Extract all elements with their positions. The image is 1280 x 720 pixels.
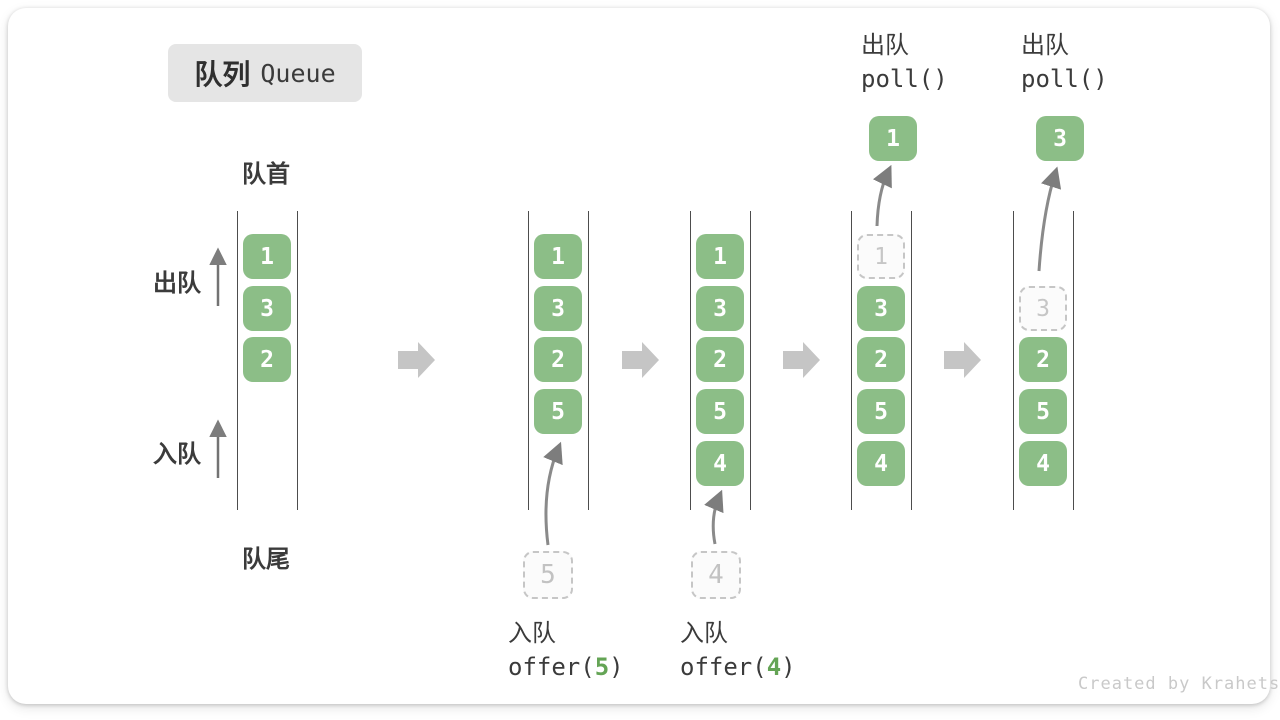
staging-item-4: 4 [691, 551, 741, 599]
queue-item: 1 [696, 234, 744, 279]
queue-state-1: 1 3 2 [237, 211, 298, 510]
queue-state-5: 3 2 5 4 [1013, 211, 1074, 510]
queue-item: 4 [696, 441, 744, 486]
staging-item-5: 5 [523, 551, 573, 599]
queue-item: 5 [857, 389, 905, 434]
removed-slot: 1 [857, 234, 905, 279]
offer-5-code: offer(5) [508, 653, 624, 681]
offer-5-label: 入队 offer(5) [508, 616, 624, 684]
queue-item: 3 [696, 286, 744, 331]
queue-item: 5 [696, 389, 744, 434]
queue-item: 2 [696, 337, 744, 382]
poll-1-action: 出队 [861, 31, 909, 59]
queue-item: 5 [1019, 389, 1067, 434]
queue-item: 3 [534, 286, 582, 331]
poll-1-label: 出队 poll() [861, 28, 948, 96]
queue-state-3: 1 3 2 5 4 [690, 211, 751, 510]
offer-4-action: 入队 [680, 619, 728, 647]
queue-item: 2 [243, 337, 291, 382]
watermark: Created by Krahets [1078, 674, 1280, 694]
title-zh: 队列 [194, 58, 251, 91]
queue-state-2: 1 3 2 5 [528, 211, 589, 510]
queue-item: 3 [857, 286, 905, 331]
queue-item: 3 [243, 286, 291, 331]
queue-item: 1 [534, 234, 582, 279]
poll-1-code: poll() [861, 65, 948, 93]
offer-4-label: 入队 offer(4) [680, 616, 796, 684]
poll-3-action: 出队 [1021, 31, 1069, 59]
removed-slot: 3 [1019, 286, 1067, 331]
dequeue-side-label: 出队 [153, 269, 201, 297]
poll-3-code: poll() [1021, 65, 1108, 93]
title-box: 队列 Queue [168, 44, 362, 102]
title-en: Queue [260, 58, 336, 88]
offer-5-action: 入队 [508, 619, 556, 647]
queue-item: 4 [1019, 441, 1067, 486]
polled-item-3: 3 [1036, 116, 1084, 161]
enqueue-side-label: 入队 [153, 440, 201, 468]
queue-front-label: 队首 [242, 160, 290, 188]
diagram-card [8, 8, 1270, 704]
queue-state-4: 1 3 2 5 4 [851, 211, 912, 510]
queue-item: 4 [857, 441, 905, 486]
queue-item: 2 [1019, 337, 1067, 382]
queue-item: 2 [857, 337, 905, 382]
polled-item-1: 1 [869, 116, 917, 161]
queue-rear-label: 队尾 [242, 545, 290, 573]
offer-4-code: offer(4) [680, 653, 796, 681]
queue-item: 1 [243, 234, 291, 279]
queue-item: 2 [534, 337, 582, 382]
poll-3-label: 出队 poll() [1021, 28, 1108, 96]
queue-item: 5 [534, 389, 582, 434]
